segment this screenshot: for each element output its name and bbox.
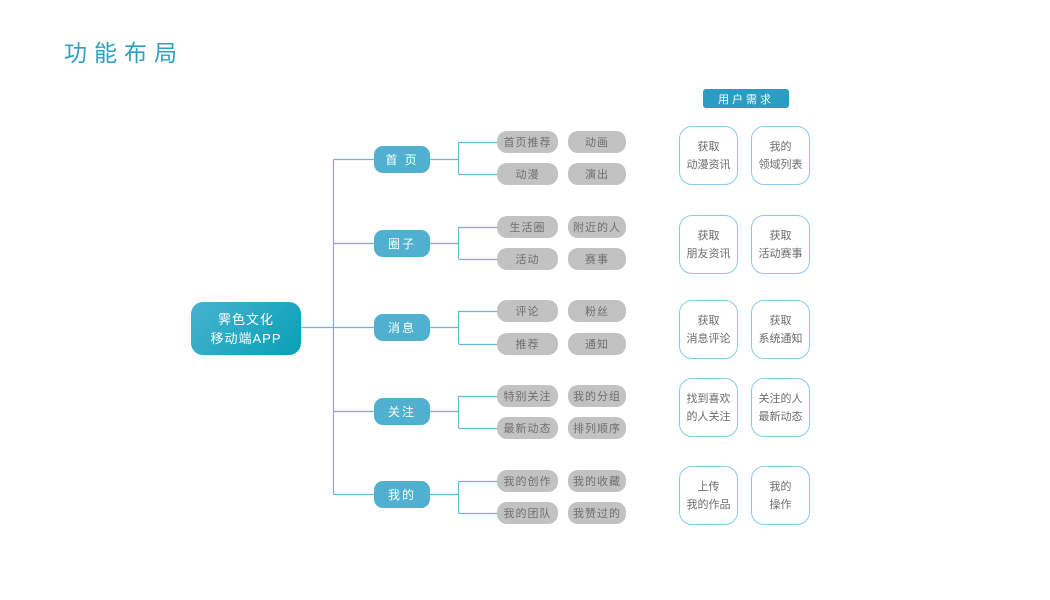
need-line: 我的	[769, 140, 792, 153]
need-line: 最新动态	[758, 410, 803, 423]
root-node-line2: 移动端APP	[210, 330, 282, 346]
branch-node-circle: 圈子	[374, 230, 430, 257]
need-line: 活动赛事	[758, 247, 803, 260]
user-need-box: 我的 操作	[751, 466, 810, 525]
sub-node: 我的分组	[568, 385, 626, 407]
sub-node: 粉丝	[568, 300, 626, 322]
sub-node: 首页推荐	[497, 131, 558, 153]
need-line: 消息评论	[686, 332, 731, 345]
need-line: 获取	[697, 229, 720, 242]
need-line: 关注的人	[758, 392, 803, 405]
user-need-box: 获取 朋友资讯	[679, 215, 738, 274]
sub-node: 我的团队	[497, 502, 558, 524]
sub-node: 我的创作	[497, 470, 558, 492]
need-line: 我的	[769, 480, 792, 493]
need-line: 操作	[769, 498, 792, 511]
need-line: 我的作品	[686, 498, 731, 511]
sub-node: 附近的人	[568, 216, 626, 238]
need-line: 系统通知	[758, 332, 803, 345]
sub-node: 赛事	[568, 248, 626, 270]
branch-node-home: 首 页	[374, 146, 430, 173]
sub-node: 动画	[568, 131, 626, 153]
sub-node: 评论	[497, 300, 558, 322]
sub-node: 我赞过的	[568, 502, 626, 524]
user-need-box: 获取 系统通知	[751, 300, 810, 359]
user-needs-badge: 用户需求	[703, 89, 789, 108]
user-need-box: 获取 活动赛事	[751, 215, 810, 274]
sub-node: 生活圈	[497, 216, 558, 238]
user-need-box: 获取 动漫资讯	[679, 126, 738, 185]
sub-node: 排列顺序	[568, 417, 626, 439]
sub-node: 特别关注	[497, 385, 558, 407]
need-line: 获取	[697, 140, 720, 153]
sub-node: 通知	[568, 333, 626, 355]
need-line: 朋友资讯	[686, 247, 731, 260]
root-node: 霁色文化 移动端APP	[191, 302, 301, 355]
user-need-box: 关注的人 最新动态	[751, 378, 810, 437]
page-title: 功能布局	[64, 40, 184, 66]
sub-node: 推荐	[497, 333, 558, 355]
need-line: 获取	[769, 229, 792, 242]
need-line: 上传	[697, 480, 720, 493]
user-need-box: 获取 消息评论	[679, 300, 738, 359]
need-line: 获取	[769, 314, 792, 327]
user-need-box: 我的 领域列表	[751, 126, 810, 185]
user-need-box: 找到喜欢 的人关注	[679, 378, 738, 437]
sub-node: 最新动态	[497, 417, 558, 439]
root-node-line1: 霁色文化	[217, 311, 274, 327]
sub-node: 演出	[568, 163, 626, 185]
need-line: 领域列表	[758, 158, 803, 171]
need-line: 的人关注	[686, 410, 731, 423]
need-line: 获取	[697, 314, 720, 327]
branch-node-message: 消息	[374, 314, 430, 341]
branch-node-mine: 我的	[374, 481, 430, 508]
sub-node: 活动	[497, 248, 558, 270]
need-line: 找到喜欢	[686, 392, 731, 405]
sub-node: 动漫	[497, 163, 558, 185]
user-need-box: 上传 我的作品	[679, 466, 738, 525]
sub-node: 我的收藏	[568, 470, 626, 492]
need-line: 动漫资讯	[686, 158, 731, 171]
branch-node-follow: 关注	[374, 398, 430, 425]
